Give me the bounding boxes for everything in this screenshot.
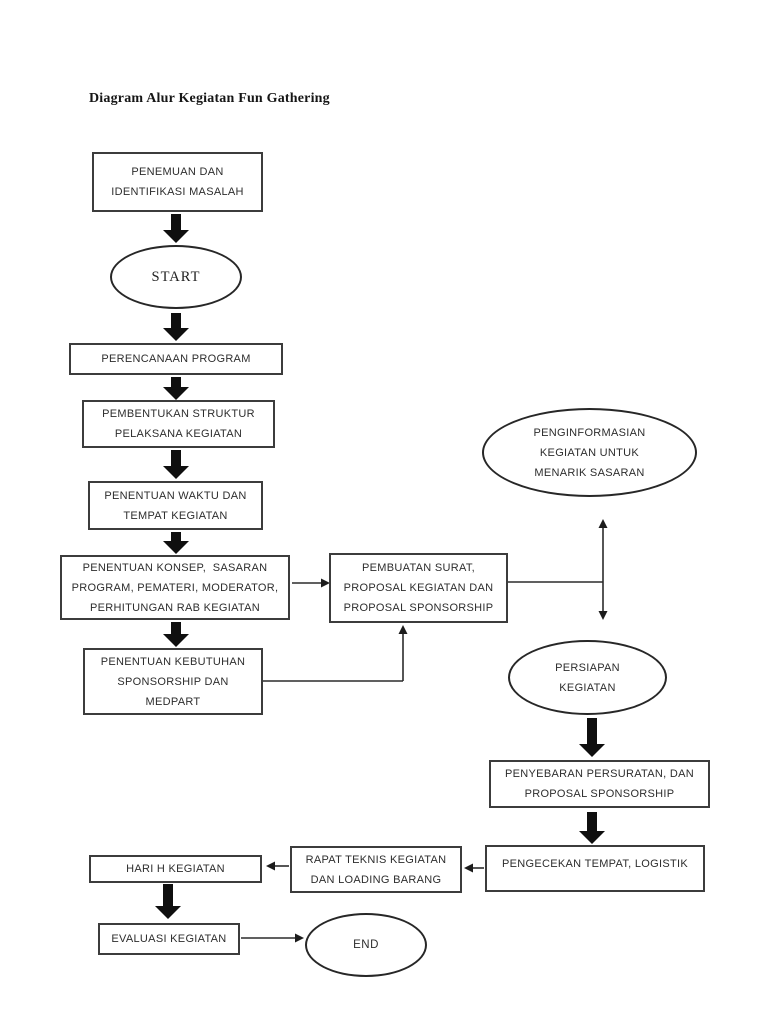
node-pengecekan-tempat-logistik: PENGECEKAN TEMPAT, LOGISTIK bbox=[485, 845, 705, 892]
node-hari-h-kegiatan: HARI H KEGIATAN bbox=[89, 855, 262, 883]
node-label: HARI H KEGIATAN bbox=[126, 863, 225, 875]
arrow-evaluasi-to-end bbox=[241, 933, 304, 943]
node-label: RAPAT TEKNIS KEGIATAN DAN LOADING BARANG bbox=[305, 853, 447, 886]
node-penyebaran-persuratan: PENYEBARAN PERSURATAN, DAN PROPOSAL SPON… bbox=[489, 760, 710, 808]
node-label: END bbox=[353, 939, 379, 951]
node-penginformasian-kegiatan: PENGINFORMASIAN KEGIATAN UNTUK MENARIK S… bbox=[482, 408, 697, 497]
node-rapat-teknis: RAPAT TEKNIS KEGIATAN DAN LOADING BARANG bbox=[290, 846, 462, 893]
arrow-harih-to-evaluasi bbox=[155, 884, 181, 919]
arrow-waktu-to-konsep bbox=[163, 532, 189, 554]
node-pembuatan-surat-proposal: PEMBUATAN SURAT, PROPOSAL KEGIATAN DAN P… bbox=[329, 553, 508, 623]
arrow-persiapan-to-penyebaran bbox=[579, 718, 605, 757]
node-label: PENEMUAN DAN IDENTIFIKASI MASALAH bbox=[111, 166, 244, 198]
node-label: PERENCANAAN PROGRAM bbox=[101, 353, 251, 365]
node-end: END bbox=[305, 913, 427, 977]
arrow-konsep-to-kebutuhan bbox=[163, 622, 189, 647]
node-penentuan-konsep: PENENTUAN KONSEP, SASARAN PROGRAM, PEMAT… bbox=[60, 555, 290, 620]
node-evaluasi-kegiatan: EVALUASI KEGIATAN bbox=[98, 923, 240, 955]
node-label: PENGINFORMASIAN KEGIATAN UNTUK MENARIK S… bbox=[533, 426, 646, 479]
arrow-rapat-to-harih bbox=[266, 861, 289, 871]
node-persiapan-kegiatan: PERSIAPAN KEGIATAN bbox=[508, 640, 667, 715]
node-label: PEMBENTUKAN STRUKTUR PELAKSANA KEGIATAN bbox=[102, 408, 255, 440]
arrow-konsep-to-pembuatan bbox=[292, 578, 330, 588]
node-label: PENENTUAN WAKTU DAN TEMPAT KEGIATAN bbox=[104, 489, 247, 522]
arrow-start-to-perencanaan bbox=[163, 313, 189, 341]
arrow-kebutuhan-to-pembuatan bbox=[263, 625, 408, 682]
arrow-penemuan-to-start bbox=[163, 214, 189, 243]
connector-pembuatan-to-right-column bbox=[508, 519, 608, 620]
node-label: PENGECEKAN TEMPAT, LOGISTIK bbox=[502, 858, 688, 870]
node-label: PEMBUATAN SURAT, PROPOSAL KEGIATAN DAN P… bbox=[343, 562, 494, 614]
node-label: PERSIAPAN KEGIATAN bbox=[555, 661, 620, 694]
node-penemuan-identifikasi-masalah: PENEMUAN DAN IDENTIFIKASI MASALAH bbox=[92, 152, 263, 212]
node-label: PENENTUAN KONSEP, SASARAN PROGRAM, PEMAT… bbox=[71, 561, 279, 614]
node-start: START bbox=[110, 245, 242, 309]
node-penentuan-kebutuhan-sponsorship: PENENTUAN KEBUTUHAN SPONSORSHIP DAN MEDP… bbox=[83, 648, 263, 715]
arrow-pembentukan-to-waktu bbox=[163, 450, 189, 479]
node-label: START bbox=[151, 269, 201, 285]
arrow-perencanaan-to-pembentukan bbox=[163, 377, 189, 400]
diagram-title: Diagram Alur Kegiatan Fun Gathering bbox=[89, 91, 330, 106]
node-pembentukan-struktur: PEMBENTUKAN STRUKTUR PELAKSANA KEGIATAN bbox=[82, 400, 275, 448]
node-label: PENYEBARAN PERSURATAN, DAN PROPOSAL SPON… bbox=[505, 768, 694, 800]
node-penentuan-waktu-tempat: PENENTUAN WAKTU DAN TEMPAT KEGIATAN bbox=[88, 481, 263, 530]
node-label: EVALUASI KEGIATAN bbox=[111, 933, 227, 945]
node-label: PENENTUAN KEBUTUHAN SPONSORSHIP DAN MEDP… bbox=[100, 655, 246, 708]
arrow-pengecekan-to-rapat bbox=[464, 863, 484, 873]
node-perencanaan-program: PERENCANAAN PROGRAM bbox=[69, 343, 283, 375]
arrow-penyebaran-to-pengecekan bbox=[579, 812, 605, 844]
